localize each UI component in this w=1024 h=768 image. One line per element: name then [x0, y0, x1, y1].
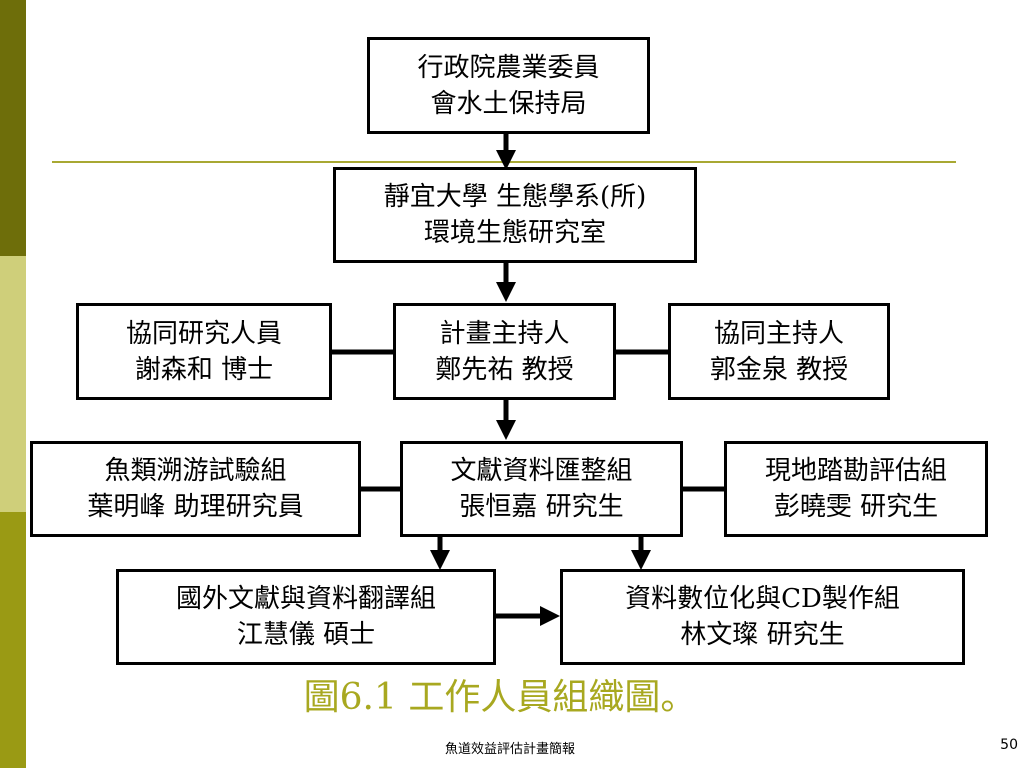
co-researcher-line2: 謝森和 博士 [134, 354, 274, 385]
literature-group-box: 文獻資料匯整組 張恒嘉 研究生 [400, 441, 683, 537]
translation-group-box: 國外文獻與資料翻譯組 江慧儀 碩士 [116, 569, 496, 665]
university-line1: 靜宜大學 生態學系(所) [383, 182, 647, 212]
literature-group-line2: 張恒嘉 研究生 [459, 492, 624, 522]
agency-line1: 行政院農業委員 [417, 52, 600, 83]
university-box: 靜宜大學 生態學系(所) 環境生態研究室 [333, 167, 697, 263]
agency-line2: 會水土保持局 [430, 88, 587, 119]
university-line2: 環境生態研究室 [423, 218, 606, 248]
pi-box: 計畫主持人 鄭先祐 教授 [393, 303, 616, 400]
digitize-group-box: 資料數位化與CD製作組 林文璨 研究生 [560, 569, 965, 665]
sidebar-segment-mid [0, 512, 26, 768]
digitize-group-line2: 林文璨 研究生 [680, 620, 845, 650]
page-number: 50 [1000, 737, 1018, 753]
fish-group-line2: 葉明峰 助理研究員 [87, 492, 304, 522]
co-pi-line2: 郭金泉 教授 [709, 354, 849, 385]
translation-group-line2: 江慧儀 碩士 [236, 620, 376, 650]
co-researcher-box: 協同研究人員 謝森和 博士 [76, 303, 332, 400]
co-researcher-line1: 協同研究人員 [125, 318, 282, 349]
fish-group-box: 魚類溯游試驗組 葉明峰 助理研究員 [30, 441, 361, 537]
sidebar-bar [0, 0, 26, 768]
digitize-group-line1: 資料數位化與CD製作組 [625, 584, 900, 614]
field-group-box: 現地踏勘評估組 彭曉雯 研究生 [724, 441, 988, 537]
sidebar-segment-dark [0, 0, 26, 256]
agency-box: 行政院農業委員 會水土保持局 [367, 37, 650, 134]
figure-caption: 圖6.1 工作人員組織圖。 [303, 677, 697, 718]
co-pi-line1: 協同主持人 [713, 318, 844, 349]
footer-text: 魚道效益評估計畫簡報 [444, 742, 575, 757]
field-group-line2: 彭曉雯 研究生 [773, 492, 939, 522]
literature-group-line1: 文獻資料匯整組 [450, 456, 633, 486]
pi-line2: 鄭先祐 教授 [435, 354, 574, 385]
field-group-line1: 現地踏勘評估組 [764, 456, 947, 486]
co-pi-box: 協同主持人 郭金泉 教授 [668, 303, 890, 400]
fish-group-line1: 魚類溯游試驗組 [104, 456, 287, 486]
translation-group-line1: 國外文獻與資料翻譯組 [175, 584, 436, 614]
pi-line1: 計畫主持人 [439, 318, 570, 349]
sidebar-segment-light [0, 256, 26, 512]
